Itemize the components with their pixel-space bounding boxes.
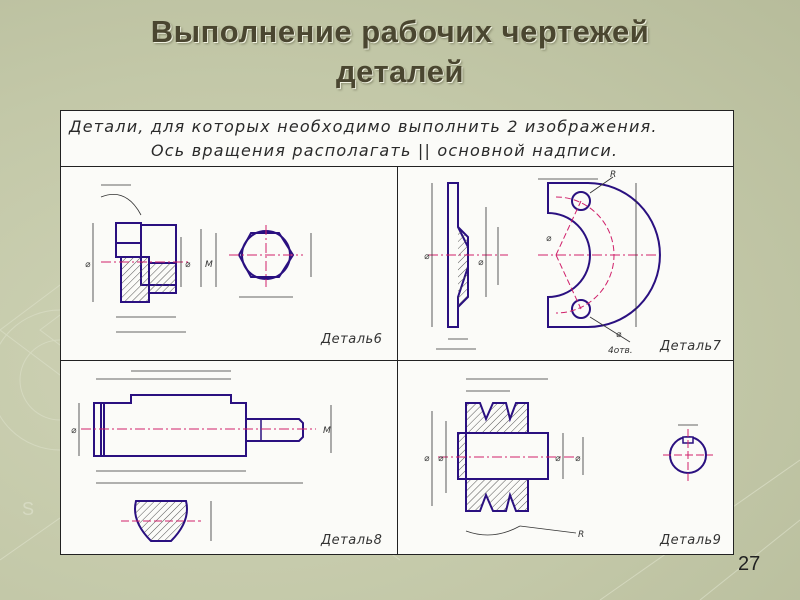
page-number: 27 <box>738 553 761 575</box>
detail-7-label: Деталь7 <box>660 339 722 354</box>
panel-detail-7: ⌀ ⌀ R ⌀ ⌀ 4отв. Деталь7 <box>398 167 733 360</box>
detail-7-drawing: ⌀ ⌀ R ⌀ ⌀ 4отв. <box>424 170 661 356</box>
detail-8-diameter: ⌀ <box>71 426 77 436</box>
horizontal-divider <box>61 360 733 361</box>
detail-9-radius: R <box>578 530 584 540</box>
page-title: Выполнение рабочих чертежей деталей <box>0 12 800 92</box>
detail-8-section <box>121 500 212 542</box>
detail-7-hole-diameter: ⌀ <box>616 330 622 340</box>
detail-8-drawing: ⌀ M <box>71 370 332 542</box>
detail-6-dimensions <box>92 184 217 333</box>
detail-6-side-view <box>229 225 312 298</box>
detail-8-thread: M <box>323 426 331 436</box>
detail-8-label: Деталь8 <box>321 533 383 548</box>
detail-7-diameter-a: ⌀ <box>424 252 430 262</box>
detail-6-drawing: ⌀ ⌀ M <box>85 184 312 333</box>
detail-9-diameter-c: ⌀ <box>555 454 561 464</box>
detail-7-diameter-b: ⌀ <box>478 258 484 268</box>
detail-7-hole-count: 4отв. <box>608 346 633 356</box>
panel-detail-8: ⌀ M Деталь8 <box>61 361 397 554</box>
drawing-sheet: Детали, для которых необходимо выполнить… <box>60 110 734 555</box>
panel-detail-9: ⌀ ⌀ ⌀ ⌀ R Деталь9 <box>398 361 733 554</box>
detail-7-dimensions <box>431 183 499 350</box>
detail-9-diameter-d: ⌀ <box>575 454 581 464</box>
detail-9-front-view <box>438 402 578 512</box>
detail-7-diameter-c: ⌀ <box>546 234 552 244</box>
detail-6-label: Деталь6 <box>321 332 383 347</box>
title-line-1: Выполнение рабочих чертежей <box>150 14 650 49</box>
detail-6-front-view <box>101 222 191 303</box>
detail-9-diameter-a: ⌀ <box>424 454 430 464</box>
title-line-2: деталей <box>335 54 464 89</box>
detail-6-diameter-b: ⌀ <box>185 260 191 270</box>
detail-7-dimensions-side <box>538 176 637 343</box>
detail-6-thread: M <box>205 260 213 270</box>
panel-detail-6: ⌀ ⌀ M Деталь6 <box>61 167 397 360</box>
detail-8-front-view <box>81 394 316 457</box>
detail-9-label: Деталь9 <box>660 533 722 548</box>
compass-letter: S <box>22 499 34 519</box>
header-line-1: Детали, для которых необходимо выполнить… <box>69 117 658 136</box>
detail-9-keyway-view <box>663 424 713 481</box>
detail-9-drawing: ⌀ ⌀ ⌀ ⌀ R <box>424 378 713 540</box>
detail-9-dimensions <box>431 378 584 536</box>
detail-8-dimensions <box>78 370 332 484</box>
detail-7-side-view <box>538 182 661 328</box>
detail-6-diameter-a: ⌀ <box>85 260 91 270</box>
detail-9-diameter-b: ⌀ <box>438 454 444 464</box>
detail-7-radius: R <box>610 170 616 180</box>
detail-7-front-view <box>428 182 508 328</box>
sheet-header: Детали, для которых необходимо выполнить… <box>61 111 733 167</box>
header-line-2: Ось вращения располагать || основной над… <box>151 141 619 160</box>
